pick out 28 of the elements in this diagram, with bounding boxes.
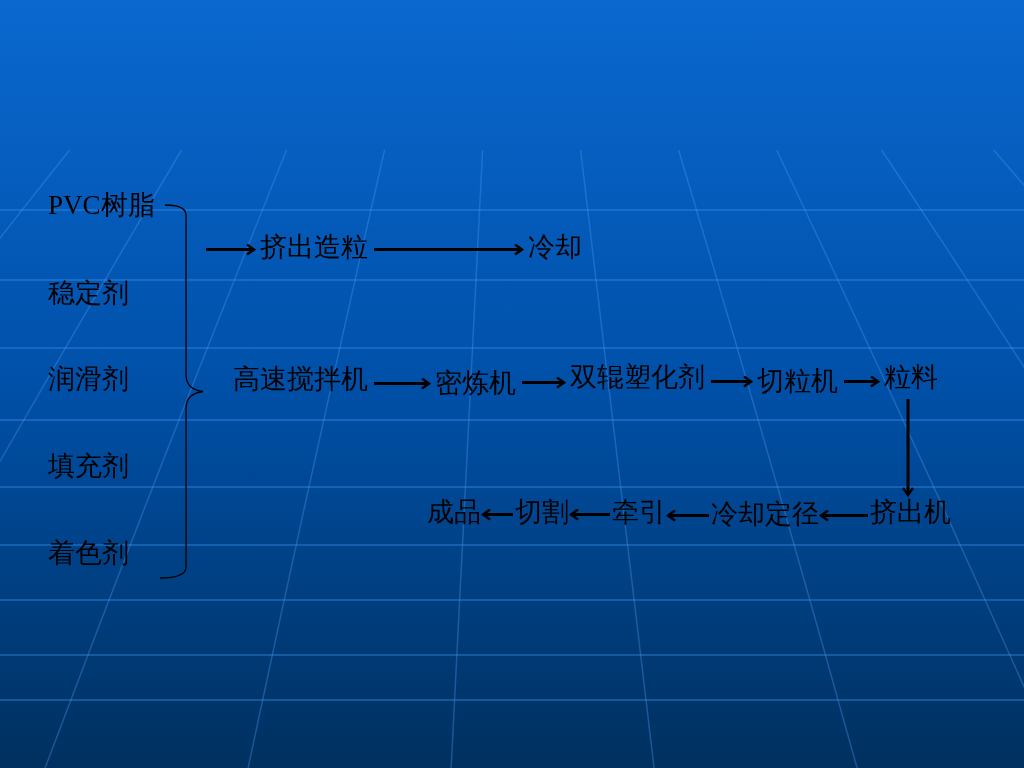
step-label: PVC树脂: [48, 190, 155, 220]
step-label: 成品: [427, 497, 481, 527]
step-label: 稳定剂: [48, 278, 129, 308]
step-label: 高速搅拌机: [233, 364, 368, 394]
arrow: [481, 508, 513, 521]
step-label: 挤出造粒: [260, 232, 368, 262]
arrow: [374, 377, 431, 390]
arrow: [569, 508, 610, 521]
arrow: [666, 509, 709, 522]
arrow: [522, 376, 566, 389]
step-label: 冷却定径: [711, 499, 819, 529]
step-label: 切割: [515, 497, 569, 527]
step-label: 挤出机: [870, 497, 951, 527]
arrow: [819, 509, 868, 522]
step-label: 填充剂: [48, 451, 129, 481]
step-label: 双辊塑化剂: [570, 362, 705, 392]
arrow: [374, 243, 524, 256]
arrow: [711, 375, 753, 388]
step-label: 冷却: [528, 232, 582, 262]
step-label: 牵引: [612, 497, 666, 527]
arrow: [844, 375, 880, 388]
arrow: [901, 399, 915, 497]
step-label: 着色剂: [48, 538, 129, 568]
step-label: 粒料: [884, 362, 938, 392]
step-label: 切粒机: [757, 366, 838, 396]
arrow: [206, 243, 256, 256]
step-label: 润滑剂: [48, 364, 129, 394]
step-label: 密炼机: [435, 368, 516, 398]
